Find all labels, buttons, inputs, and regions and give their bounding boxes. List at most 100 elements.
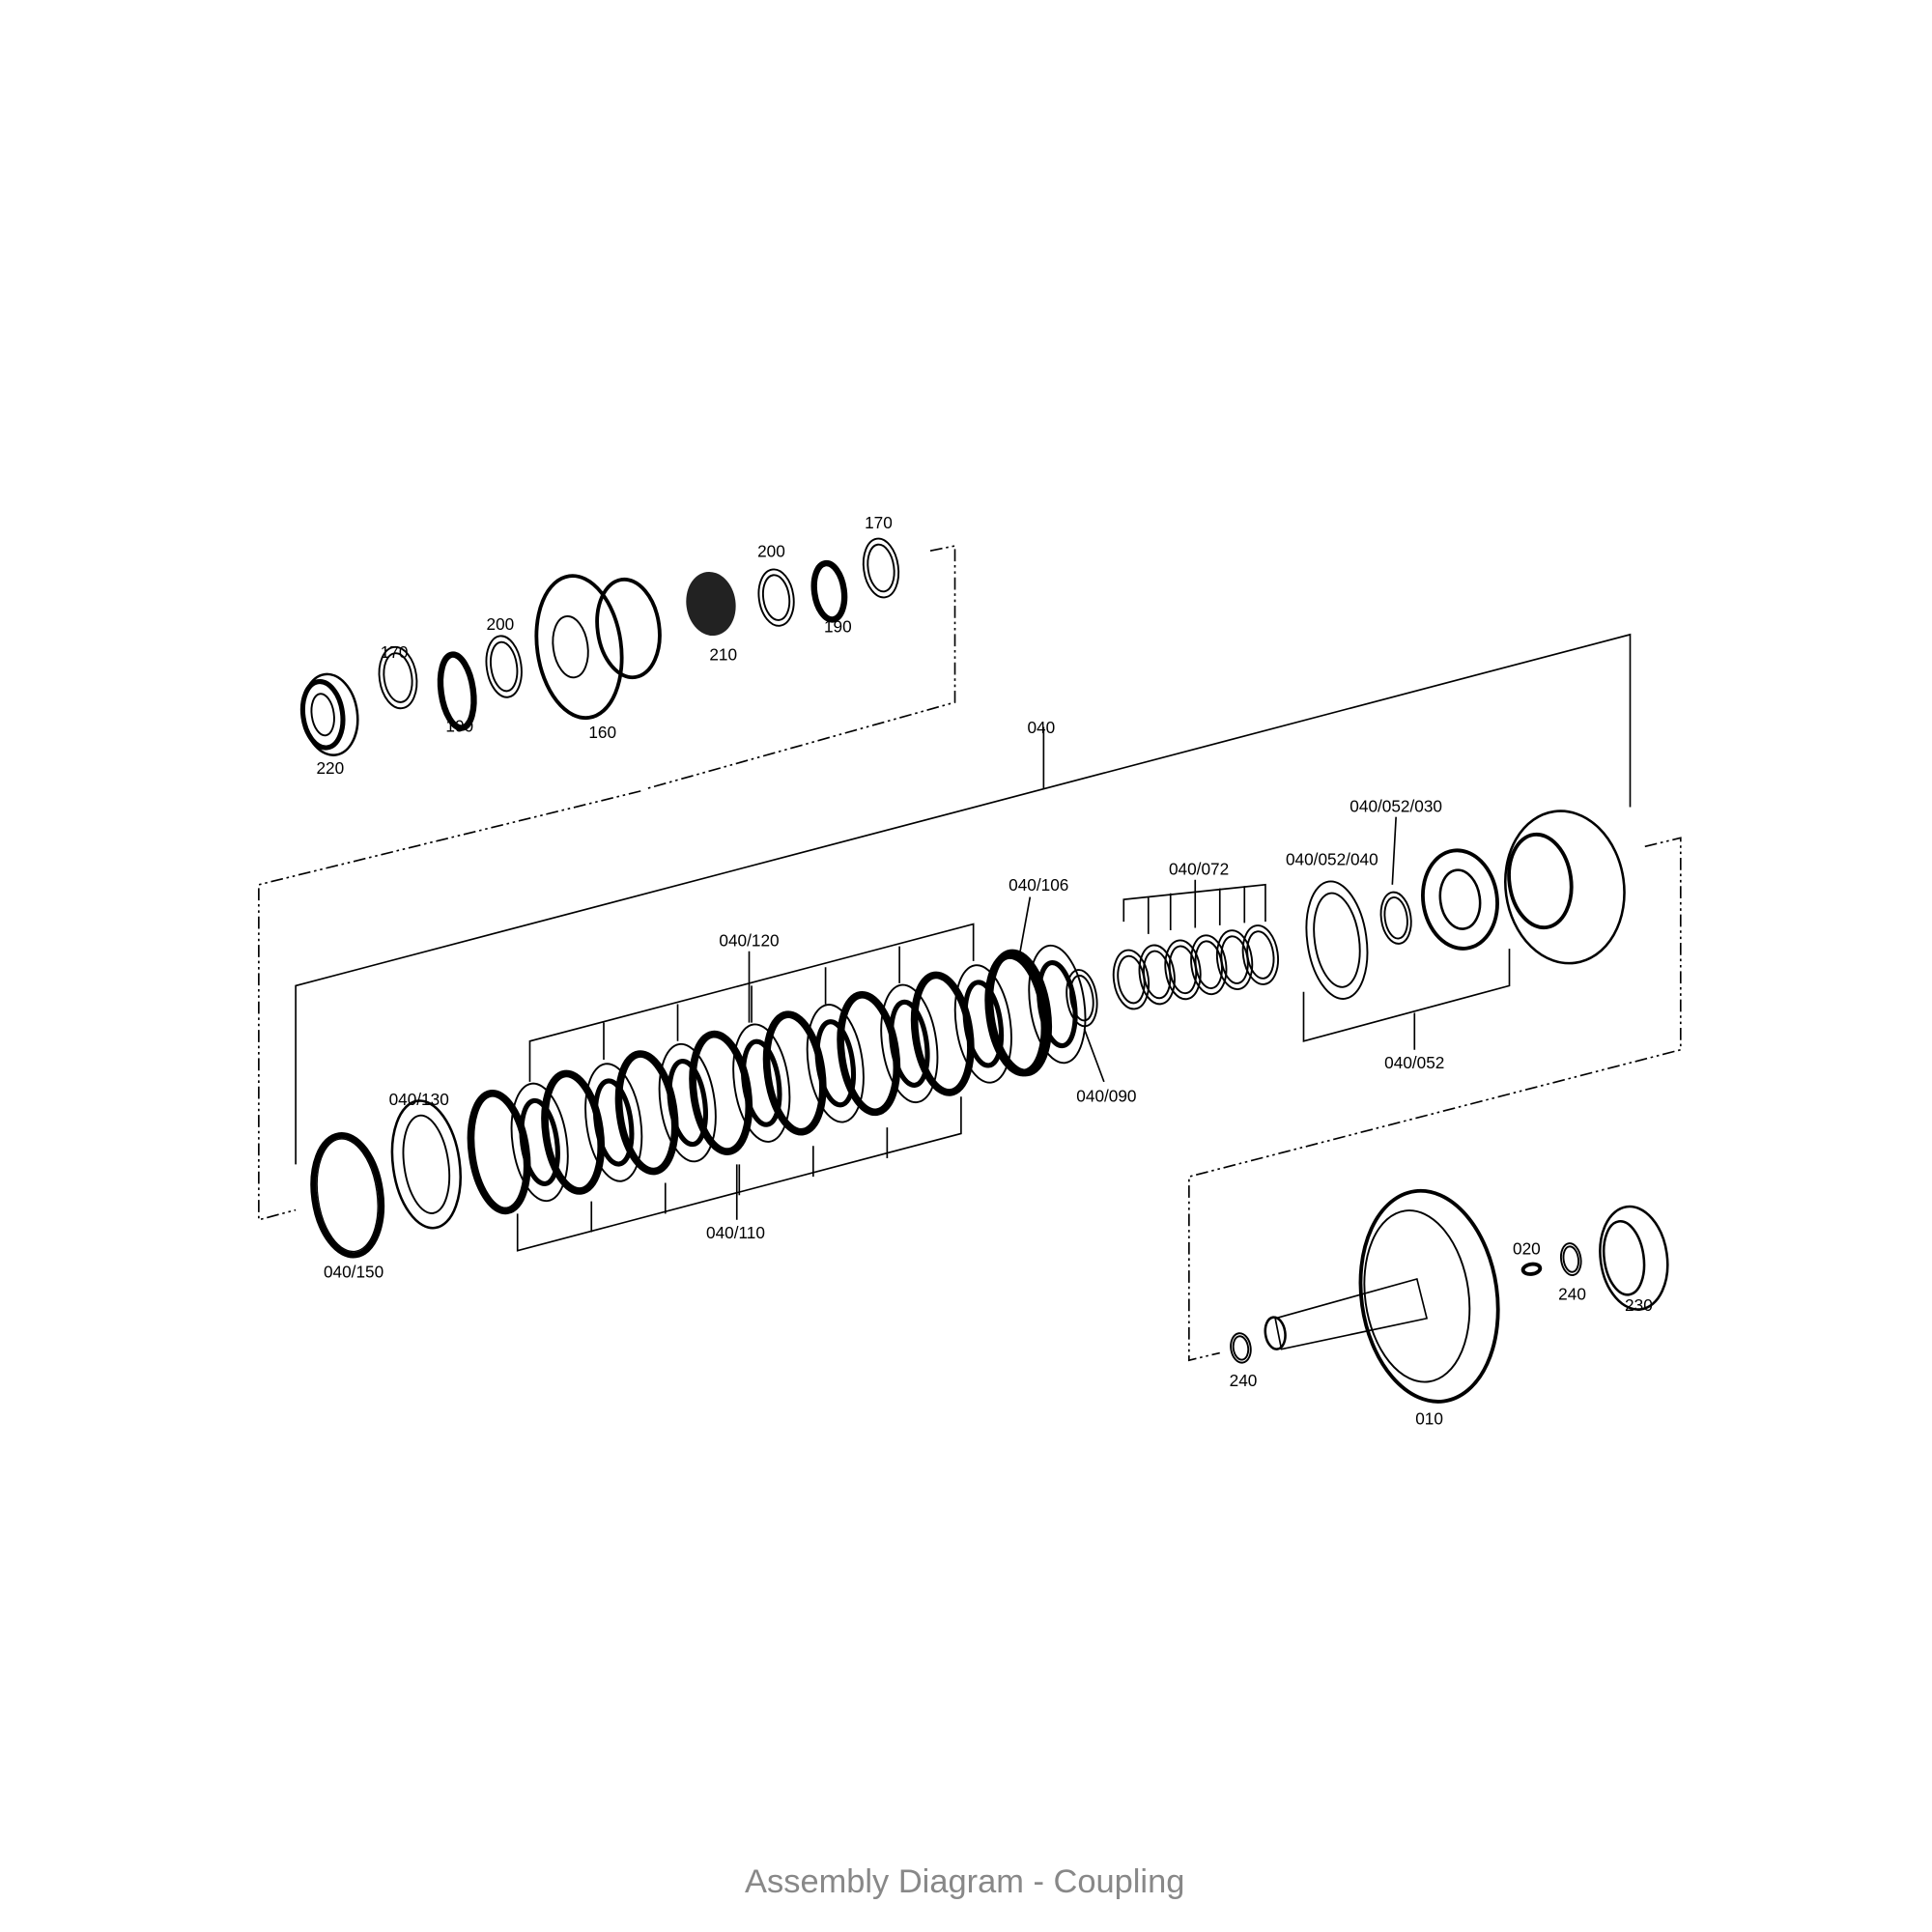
label-200: 200	[757, 542, 785, 561]
gear-160	[534, 574, 624, 721]
outer-disc-040-110	[614, 1050, 679, 1176]
label-240: 240	[1230, 1371, 1258, 1390]
label-190: 190	[445, 717, 473, 736]
spring-040-072	[1241, 924, 1279, 985]
label-040-052: 040/052	[1384, 1053, 1444, 1072]
spring-040-072	[1190, 934, 1228, 996]
leader-lines	[516, 816, 1511, 1252]
seal-040-052-040	[1305, 880, 1369, 1000]
spring-040-072	[1215, 929, 1254, 990]
washer-170-inner	[867, 543, 895, 593]
washer-170	[378, 645, 418, 710]
washer-200	[485, 635, 523, 698]
washer-200-inner	[761, 574, 791, 621]
ring-040-052-030-inner	[1383, 896, 1408, 940]
spring-040-072	[1138, 944, 1176, 1006]
outer-disc-040-110	[837, 990, 901, 1117]
gear-160-hub	[595, 577, 662, 680]
ring-240-inner	[1562, 1245, 1580, 1273]
spring-040-072-inner	[1246, 930, 1275, 980]
label-020: 020	[1513, 1238, 1541, 1258]
inner-disc-040-120	[880, 983, 939, 1104]
label-230: 230	[1625, 1295, 1653, 1315]
inner-disc-040-120	[953, 964, 1012, 1084]
inner-disc-040-120	[658, 1042, 717, 1163]
bearing-220-race	[299, 679, 346, 751]
label-040-130: 040/130	[389, 1090, 449, 1109]
gear-010-face	[1363, 1209, 1471, 1383]
outer-disc-040-110	[467, 1090, 531, 1215]
label-040-120: 040/120	[719, 931, 779, 951]
snap-ring-040-150	[310, 1131, 385, 1259]
label-170: 170	[381, 642, 409, 662]
label-220: 220	[316, 758, 344, 778]
ring-240	[1230, 1332, 1252, 1364]
outer-disc-040-110	[689, 1030, 753, 1155]
inner-disc-040-120-teeth	[667, 1059, 708, 1148]
label-160: 160	[588, 723, 616, 742]
inner-disc-040-120-teeth	[592, 1078, 635, 1167]
seal-040-052-040-inner	[1313, 892, 1361, 988]
needle-bearing-210	[686, 571, 736, 637]
inner-disc-040-120	[732, 1023, 791, 1143]
label-040-052-040: 040/052/040	[1286, 849, 1378, 868]
inner-disc-040-120	[1028, 944, 1087, 1065]
outer-disc-040-110	[762, 1010, 827, 1136]
clutch-drum-inner	[1507, 832, 1574, 930]
outer-disc-040-110	[910, 971, 975, 1096]
ring-040-090-inner	[1069, 974, 1094, 1022]
ring-240	[1559, 1242, 1582, 1277]
bearing-230	[1599, 1205, 1669, 1311]
parts	[299, 537, 1669, 1404]
end-plate-040-130-inner	[402, 1114, 451, 1214]
bearing-220-bore	[310, 693, 335, 737]
piston-040-052-bore	[1438, 868, 1482, 930]
spring-040-072	[1112, 949, 1151, 1010]
part-labels: 170 200 190 210 170 200 190 160 220 040 …	[316, 513, 1652, 1428]
label-040-150: 040/150	[324, 1263, 384, 1282]
gear-160-bore	[552, 615, 589, 679]
label-240: 240	[1558, 1285, 1586, 1304]
ring-190	[810, 559, 848, 623]
label-010: 010	[1415, 1408, 1443, 1428]
label-040-090: 040/090	[1076, 1086, 1136, 1105]
piston-040-052	[1421, 848, 1499, 951]
spring-040-072	[1164, 939, 1202, 1001]
diagram-title: Assembly Diagram - Coupling	[745, 1863, 1184, 1900]
label-040-072: 040/072	[1169, 860, 1229, 879]
ring-040-090	[1065, 969, 1098, 1028]
label-040: 040	[1027, 718, 1055, 737]
inner-disc-040-120-teeth	[962, 980, 1005, 1068]
label-210: 210	[709, 645, 737, 665]
label-200: 200	[487, 614, 515, 634]
label-190: 190	[824, 616, 852, 636]
snap-ring-040-150-inner	[316, 1138, 379, 1253]
gear-010	[1358, 1188, 1500, 1404]
ring-240-inner	[1232, 1335, 1250, 1361]
bearing-230-bore	[1602, 1220, 1646, 1296]
inner-disc-040-120	[806, 1004, 865, 1123]
label-040-106: 040/106	[1009, 875, 1068, 895]
assembly-frames	[258, 545, 1682, 1362]
inner-disc-040-120	[510, 1082, 569, 1203]
label-170: 170	[865, 513, 893, 532]
ring-040-052-030	[1379, 891, 1412, 945]
disc-040-106	[985, 949, 1052, 1077]
inner-disc-040-120	[584, 1063, 643, 1182]
washer-170	[862, 537, 900, 599]
end-plate-040-130	[390, 1099, 462, 1230]
ring-190	[437, 651, 477, 731]
label-040-110: 040/110	[706, 1223, 765, 1242]
outer-disc-040-110	[541, 1069, 606, 1195]
inner-disc-040-120-teeth	[889, 999, 930, 1088]
shaft-010-end	[1264, 1316, 1287, 1350]
inner-disc-040-120-teeth	[814, 1019, 857, 1108]
washer-170-inner	[383, 652, 413, 703]
label-040-052-030: 040/052/030	[1350, 797, 1442, 816]
pin-020	[1520, 1262, 1543, 1276]
washer-200-inner	[489, 640, 519, 693]
inner-disc-040-120-teeth	[519, 1097, 560, 1186]
clutch-drum	[1504, 810, 1626, 965]
shaft-010	[1274, 1277, 1429, 1350]
